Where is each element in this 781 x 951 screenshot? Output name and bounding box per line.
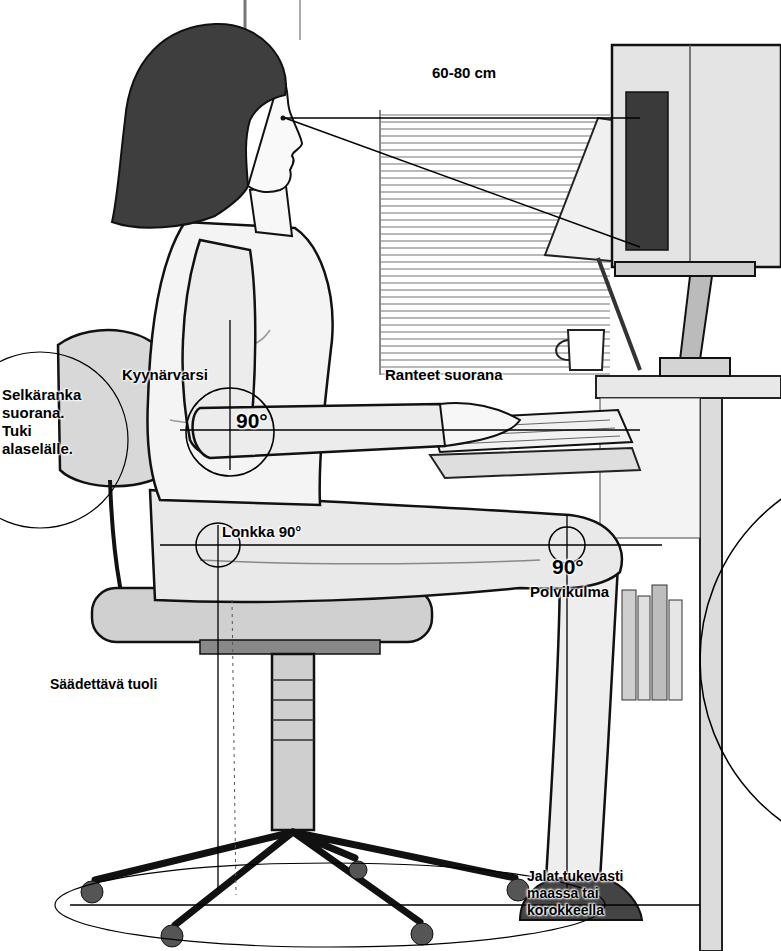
floor-ellipse bbox=[55, 863, 605, 947]
gas-column bbox=[272, 654, 314, 830]
forearm bbox=[193, 404, 460, 458]
guide-line bbox=[217, 525, 218, 890]
book bbox=[669, 600, 682, 700]
column-bellows bbox=[272, 680, 314, 740]
seat-mechanism bbox=[200, 640, 380, 654]
monitor-screen bbox=[626, 92, 668, 250]
annotation-label: Polvikulma bbox=[530, 583, 609, 601]
chair-caster bbox=[161, 925, 183, 947]
thigh bbox=[150, 490, 622, 602]
keyboard-tray bbox=[430, 448, 640, 478]
angle-value: 90° bbox=[552, 554, 584, 579]
book bbox=[652, 585, 667, 700]
guide-line bbox=[232, 600, 236, 895]
torso bbox=[148, 222, 333, 505]
annotation-label: Lonkka 90° bbox=[222, 523, 301, 541]
annotation-label: Jalat tukevasti maassa tai korokkeella bbox=[527, 868, 655, 918]
lower-leg bbox=[546, 560, 618, 880]
angle-value: 90° bbox=[236, 408, 268, 433]
spine-circle bbox=[0, 352, 128, 528]
monitor-edge bbox=[689, 45, 691, 267]
guide-line bbox=[160, 544, 662, 545]
coffee-mug bbox=[568, 330, 604, 370]
annotation-label: Kyynärvarsi bbox=[122, 366, 208, 384]
hand bbox=[440, 403, 520, 446]
hair bbox=[112, 24, 286, 228]
window-frame bbox=[379, 110, 381, 375]
monitor-base bbox=[615, 262, 755, 276]
monitor-arm bbox=[680, 276, 712, 360]
annotation-label: 60-80 cm bbox=[432, 64, 496, 82]
sight-line bbox=[285, 117, 640, 119]
detail-circle bbox=[700, 460, 781, 860]
desk-top bbox=[596, 376, 781, 398]
guide-line bbox=[229, 320, 230, 470]
monitor bbox=[612, 45, 781, 267]
eye bbox=[281, 116, 286, 121]
book bbox=[638, 596, 650, 700]
clothing-fold bbox=[200, 560, 540, 564]
desk-leg bbox=[700, 398, 722, 951]
mug-handle bbox=[556, 340, 569, 360]
chair-caster bbox=[411, 923, 433, 945]
window-frame bbox=[299, 0, 301, 40]
monitor-foot bbox=[660, 358, 730, 376]
neck bbox=[250, 186, 292, 236]
annotation-label: Säädettävä tuoli bbox=[50, 676, 157, 693]
sight-line bbox=[285, 118, 640, 247]
chair-base bbox=[95, 832, 515, 925]
angle-circle bbox=[186, 388, 274, 476]
book bbox=[622, 590, 636, 700]
annotation-label: Ranteet suorana bbox=[385, 366, 503, 384]
annotation-label: Selkäranka suorana. Tuki alaselälle. bbox=[2, 386, 98, 458]
